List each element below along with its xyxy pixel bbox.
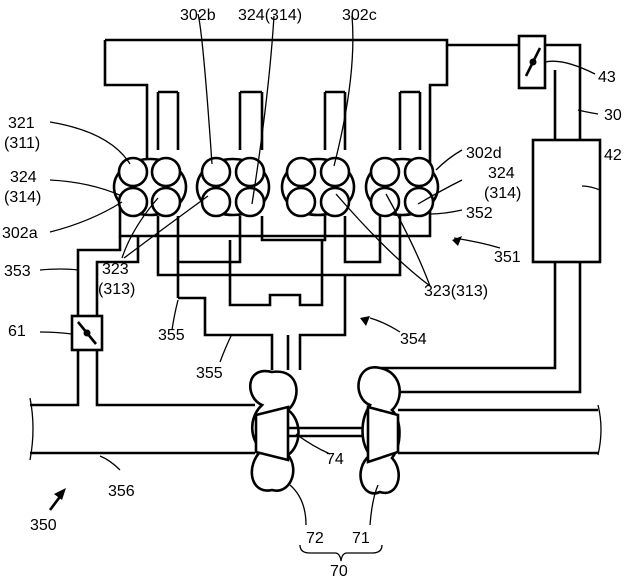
- intake-pipe: [380, 43, 582, 394]
- arrowhead-354: [360, 316, 370, 326]
- label-324-314-top: 324(314): [238, 7, 302, 24]
- intake-manifold: [103, 38, 520, 160]
- label-61: 61: [8, 323, 26, 340]
- turbine-72: [248, 369, 300, 492]
- label-324-right: 324: [488, 165, 515, 182]
- egr-passage: [30, 236, 255, 407]
- arrowhead-351: [452, 236, 462, 246]
- egr-valve-61: [70, 314, 104, 352]
- label-70: 70: [330, 563, 348, 580]
- label-74: 74: [326, 451, 344, 468]
- intercooler-42: [531, 138, 602, 264]
- label-352: 352: [466, 205, 493, 222]
- arrowhead-350: [54, 488, 66, 500]
- label-72: 72: [306, 530, 324, 547]
- exhaust-manifold: [156, 216, 402, 370]
- label-314-left: (314): [4, 189, 41, 206]
- cylinder-302d: [364, 156, 440, 218]
- label-43: 43: [598, 69, 616, 86]
- compressor-71: [357, 366, 401, 495]
- label-71: 71: [352, 530, 370, 547]
- label-323-left: 323: [102, 261, 129, 278]
- cylinder-302c: [280, 156, 356, 218]
- cylinder-302a: [112, 156, 188, 218]
- label-302a: 302a: [2, 225, 38, 242]
- label-311: (311): [4, 135, 40, 152]
- label-353: 353: [4, 263, 31, 280]
- throttle-valve-43: [517, 34, 547, 90]
- turbo-shaft-74: [288, 426, 368, 438]
- label-350: 350: [30, 517, 57, 534]
- label-313-left: (313): [98, 281, 135, 298]
- label-323-313-right: 323(313): [424, 283, 488, 300]
- exhaust-pipe: [29, 397, 602, 461]
- label-30: 30: [604, 107, 622, 124]
- label-356: 356: [108, 483, 135, 500]
- label-321: 321: [8, 115, 35, 132]
- label-42: 42: [604, 147, 622, 164]
- cylinder-302b: [195, 156, 271, 218]
- label-355-a: 355: [158, 327, 185, 344]
- label-355-b: 355: [196, 365, 223, 382]
- labels: 302b 324(314) 302c 43 321 (311) 30 42 30…: [2, 7, 622, 580]
- label-351: 351: [494, 249, 521, 266]
- label-302b: 302b: [180, 7, 216, 24]
- label-324-left: 324: [10, 169, 37, 186]
- label-354: 354: [400, 331, 427, 348]
- leader-lines: [39, 13, 601, 562]
- label-314-right: (314): [484, 185, 521, 202]
- label-302c: 302c: [342, 7, 377, 24]
- label-302d: 302d: [466, 145, 502, 162]
